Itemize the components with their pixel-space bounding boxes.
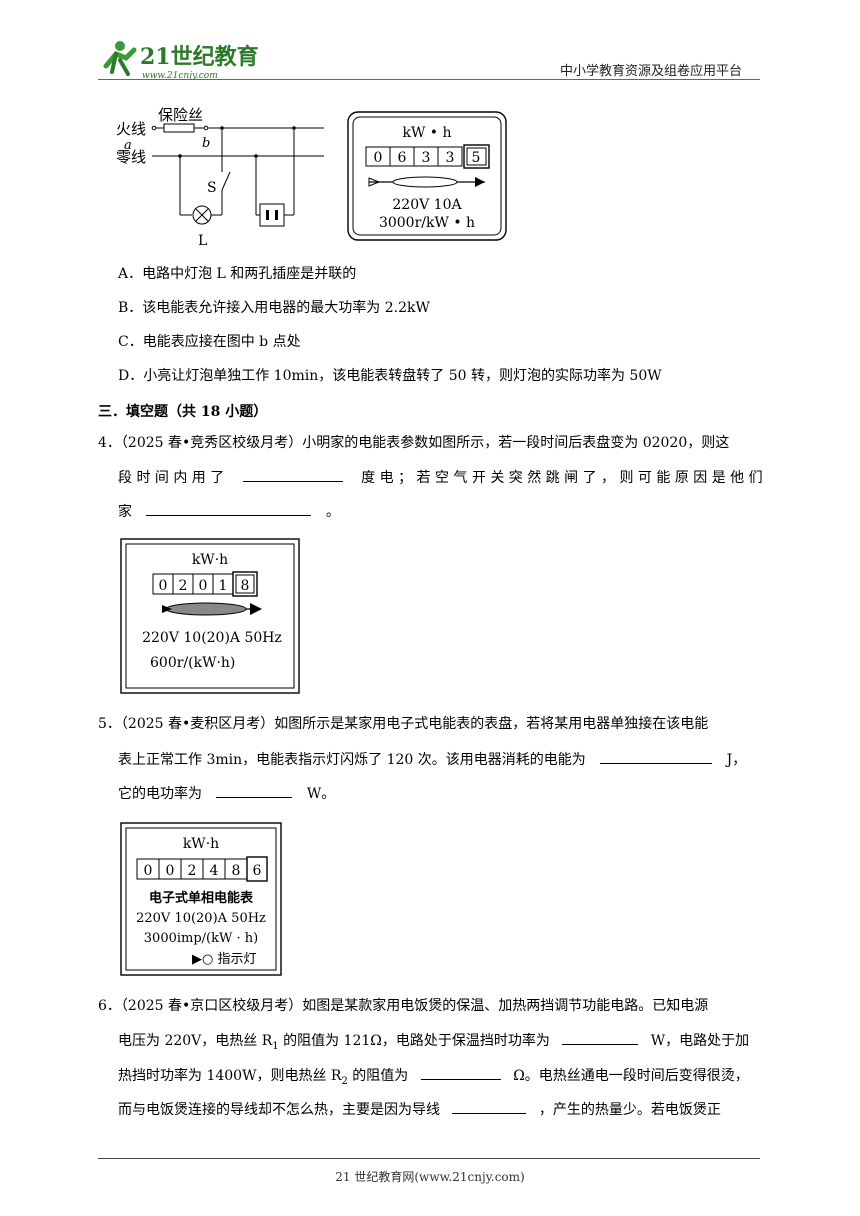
option-d: D．小亮让灯泡单独工作 10min，该电能表转盘转了 50 转，则灯泡的实际功率… — [118, 368, 662, 384]
q6-blank-2 — [420, 1065, 501, 1080]
switch-symbol — [221, 171, 231, 191]
q6-blank-1 — [562, 1030, 639, 1045]
q5-blank-1 — [600, 749, 713, 764]
q6-blank-3 — [452, 1099, 527, 1114]
rotating-disc-arrow-icon — [162, 602, 262, 616]
meter3-type: 电子式单相电能表 — [149, 890, 254, 906]
switch-label: S — [207, 180, 217, 196]
svg-text:2: 2 — [179, 578, 188, 594]
q5-line3: 它的电功率为 W。 — [118, 783, 335, 804]
meter1-unit: kW • h — [402, 125, 451, 141]
option-b: B．该电能表允许接入用电器的最大功率为 2.2kW — [118, 300, 430, 316]
point-a-label: a — [124, 138, 132, 153]
q6-line4: 而与电饭煲连接的导线却不怎么热，主要是因为导线 ，产生的热量少。若电饭煲正 — [118, 1099, 721, 1120]
meter3-rating: 220V 10(20)A 50Hz — [136, 911, 266, 926]
svg-text:0: 0 — [144, 863, 153, 879]
meter2-digits: 0 2 0 1 8 — [152, 571, 258, 597]
logo-url: www.21cnjy.com — [142, 71, 218, 81]
q4-blank-1 — [242, 467, 343, 482]
meter1-rating: 220V 10A — [392, 197, 462, 213]
circuit-diagram: 保险丝 火线 a b 零线 S L — [116, 106, 324, 249]
svg-text:0: 0 — [374, 150, 383, 166]
header-divider — [98, 79, 760, 80]
meter1-rev: 3000r/kW • h — [379, 215, 475, 231]
energy-meter-3: kW·h 0 0 2 4 8 6 电子式单相电能表 220V 10(20)A 5… — [120, 822, 282, 976]
q4-line3: 家 。 — [118, 501, 340, 522]
svg-text:5: 5 — [472, 150, 481, 166]
meter3-digits: 0 0 2 4 8 6 — [136, 856, 268, 882]
energy-meter-1: kW • h 0 6 3 3 5 220V 10A 3000r/kW • h — [347, 111, 507, 241]
option-c: C．电能表应接在图中 b 点处 — [118, 334, 301, 350]
svg-text:3: 3 — [446, 150, 455, 166]
neutral-wire-label: 零线 — [116, 148, 146, 166]
header-platform-text: 中小学教育资源及组卷应用平台 — [560, 64, 743, 79]
svg-text:6: 6 — [398, 150, 407, 166]
q4-line2: 段 时 间 内 用 了 度 电 ； 若 空 气 开 关 突 然 跳 闸 了 ， … — [118, 467, 763, 488]
meter2-unit: kW·h — [192, 552, 228, 568]
svg-text:6: 6 — [253, 863, 262, 879]
svg-text:8: 8 — [241, 578, 250, 594]
svg-text:3: 3 — [422, 150, 431, 166]
meter2-rev: 600r/(kW·h) — [150, 655, 235, 671]
fuse-symbol — [163, 123, 195, 133]
q5-line1: 5．（2025 春•麦积区月考）如图所示是某家用电子式电能表的表盘，若将某用电器… — [98, 716, 709, 732]
q5-blank-2 — [216, 783, 293, 798]
q4-blank-2 — [146, 501, 312, 516]
option-a: A．电路中灯泡 L 和两孔插座是并联的 — [118, 266, 357, 282]
point-b-label: b — [202, 136, 210, 151]
svg-text:2: 2 — [188, 863, 197, 879]
meter1-digits: 0 6 3 3 5 — [365, 144, 490, 169]
logo-text: 21世纪教育 — [140, 44, 258, 70]
svg-text:8: 8 — [232, 863, 241, 879]
lamp-label: L — [198, 233, 207, 249]
footer-text: 21 世纪教育网(www.21cnjy.com) — [335, 1170, 525, 1184]
energy-meter-2: kW·h 0 2 0 1 8 220V 10(20)A 50Hz 600r/(k… — [120, 538, 300, 694]
svg-text:4: 4 — [210, 863, 219, 879]
svg-text:0: 0 — [199, 578, 208, 594]
runner-icon: 21世纪教育 www.21cnjy.com — [103, 41, 259, 81]
fuse-label: 保险丝 — [158, 106, 203, 124]
svg-text:0: 0 — [159, 578, 168, 594]
live-wire-label: 火线 — [116, 120, 146, 138]
meter3-unit: kW·h — [183, 836, 219, 852]
q5-line2: 表上正常工作 3min，电能表指示灯闪烁了 120 次。该用电器消耗的电能为 J… — [118, 749, 746, 770]
q6-line1: 6．（2025 春•京口区校级月考）如图是某款家用电饭煲的保温、加热两挡调节功能… — [98, 998, 709, 1014]
svg-text:0: 0 — [166, 863, 175, 879]
meter3-imp: 3000imp/(kW · h) — [144, 931, 258, 946]
q6-line3: 热挡时功率为 1400W，则电热丝 R2 的阻值为 Ω。电热丝通电一段时间后变得… — [118, 1065, 749, 1092]
meter3-indicator: ▶○ 指示灯 — [192, 952, 256, 967]
meter2-rating: 220V 10(20)A 50Hz — [142, 630, 282, 646]
site-logo: 21世纪教育 www.21cnjy.com — [98, 38, 259, 82]
q4-line1: 4．（2025 春•竞秀区校级月考）小明家的电能表参数如图所示，若一段时间后表盘… — [98, 435, 730, 451]
svg-text:1: 1 — [219, 578, 228, 594]
section-3-heading: 三．填空题（共 18 小题） — [98, 404, 268, 420]
footer-divider — [98, 1158, 760, 1159]
q6-line2: 电压为 220V，电热丝 R1 的阻值为 121Ω，电路处于保温挡时功率为 W，… — [118, 1030, 749, 1057]
socket-symbol — [259, 203, 285, 227]
rotating-disc-arrow-icon — [368, 176, 485, 188]
